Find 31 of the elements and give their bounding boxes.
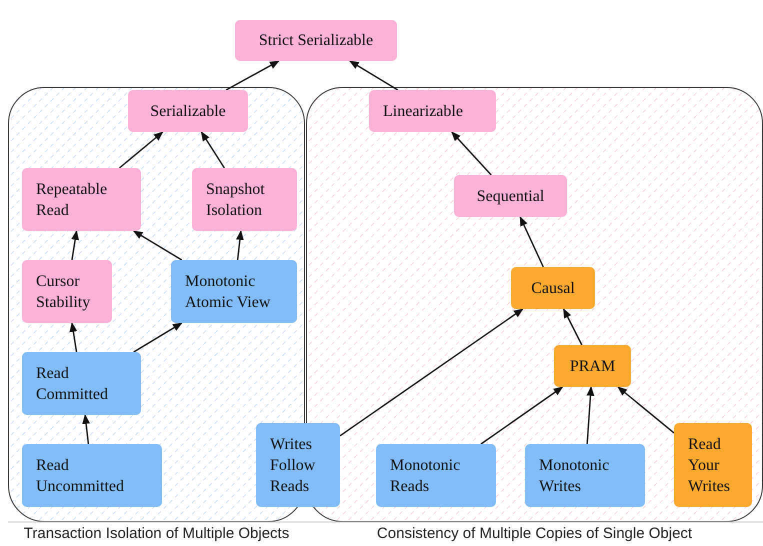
model-box: Monotonic Reads (376, 444, 496, 507)
model-box: Monotonic Atomic View (171, 260, 297, 323)
model-box: Read Uncommitted (22, 444, 162, 507)
arrow (617, 386, 674, 434)
arrow (480, 386, 564, 445)
group-caption: Consistency of Multiple Copies of Single Object (376, 525, 694, 542)
model-box: Read Committed (22, 352, 141, 415)
group-caption: Transaction Isolation of Multiple Objects (22, 525, 290, 542)
arrow (69, 322, 78, 352)
model-box: Writes Follow Reads (256, 423, 340, 507)
model-box: Cursor Stability (22, 260, 112, 323)
arrow (451, 131, 492, 176)
arrow (132, 230, 182, 261)
model-box: Snapshot Isolation (192, 168, 297, 231)
model-box: Linearizable (369, 90, 496, 132)
arrow (340, 308, 524, 436)
model-box: Monotonic Writes (525, 444, 645, 507)
model-box: PRAM (554, 345, 631, 387)
arrow (118, 131, 164, 169)
model-box: Repeatable Read (22, 168, 141, 231)
model-box: Causal (511, 267, 595, 309)
arrow (82, 414, 90, 444)
model-box: Sequential (454, 175, 567, 217)
model-box: Read Your Writes (674, 423, 752, 507)
arrow (349, 60, 398, 91)
model-box: Serializable (128, 90, 248, 132)
arrow (520, 216, 544, 268)
model-box: Strict Serializable (235, 20, 397, 61)
arrow (71, 230, 80, 260)
arrow (133, 322, 183, 353)
arrow (226, 60, 280, 91)
